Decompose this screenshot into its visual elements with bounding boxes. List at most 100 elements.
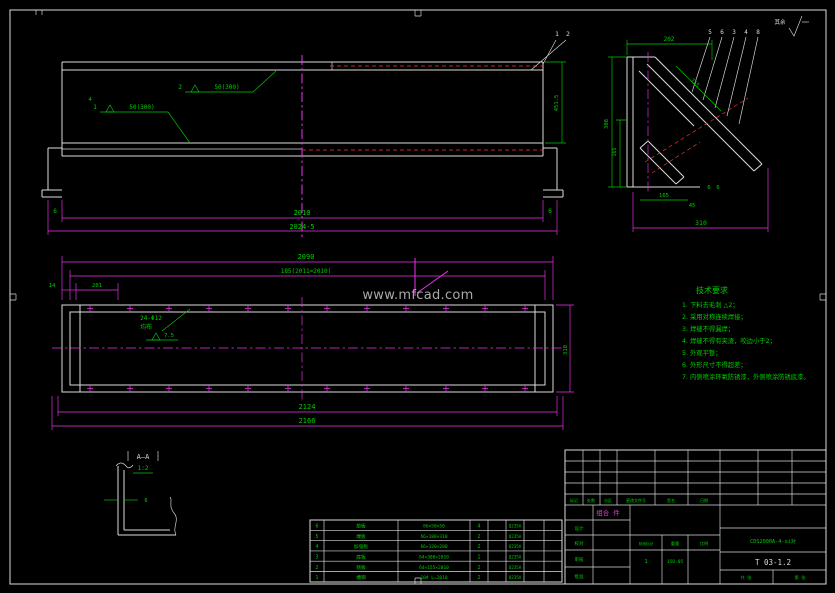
tech-requirement-item: 3. 焊缝不得漏焊； [682,326,735,333]
dim-label: 310 [563,345,569,355]
bom-cell-mat: Q235A [509,554,522,559]
dim-label: 201 [92,283,102,289]
dim-label: 155 [689,78,700,89]
dim-2010: 2010 [294,209,311,217]
section-label: A—A [137,453,150,461]
bom-cell-name: 槽钢 [356,574,366,581]
hole-mark [166,305,172,312]
dim-label: 设计 [575,525,584,532]
hole-mark [522,385,528,392]
dim-label: 165 [612,147,618,156]
hole-mark [206,305,212,312]
tech-requirement-item: 4. 焊缝不得有夹渣，咬边小于2； [682,338,776,345]
bom-cell-qty: 2 [478,575,481,581]
plan-view [51,256,574,430]
dim-label: 2124 [299,403,316,411]
hole-mark [443,305,449,312]
bom-cell-name: 端板 [356,533,366,540]
bom-cell-spec: δ4×155×2010 [419,565,449,571]
hole-mark [482,305,488,312]
bom-cell-no: 6 [316,524,319,530]
bom-cell-qty: 2 [478,565,481,571]
bom-cell-qty: 4 [478,524,481,530]
hole-mark [166,385,172,392]
dim-label: 310 [695,219,707,227]
dim-label: 6 [144,498,147,504]
bom-cell-spec: δ6×50×50 [423,524,445,530]
dim-label: 更改文件号 [626,497,646,503]
tech-requirement-item: 5. 外观平整； [682,350,722,357]
dim-label: 8 [756,29,760,36]
section-view [104,451,177,536]
dim-label: 308 [604,119,610,129]
bom-cell-no: 4 [316,544,319,550]
tech-requirements: 技术要求 1. 下料去毛刺 △2；2. 采用对称连续焊接；3. 焊缝不得漏焊；4… [682,285,824,384]
weight-value: 150.05 [667,559,684,565]
dim-label: 6 [53,208,57,215]
bom-cell-spec: δ6×180×310 [420,534,447,540]
dim-label: 日期 [700,497,708,503]
dim-label: 4 [88,97,92,103]
dim-label: 校对 [575,540,584,547]
bom-cell-name: 加强板 [354,543,369,550]
dim-label: 5 [708,29,712,36]
part-name: 组合 件 [596,508,620,517]
hole-mark [522,305,528,312]
dim-label: 审核 [575,556,584,563]
dim-label: 6 [720,29,724,36]
hole-mark [285,305,291,312]
hole-mark [324,385,330,392]
dim-label: 批准 [575,573,584,580]
dim-label: 14 [49,283,56,289]
stage-mark: 1 [644,559,647,565]
dim-label: 签名 [667,497,675,503]
hole-mark [364,305,370,312]
hole-mark [403,385,409,392]
weld-num: 2 [178,84,182,91]
drawing-number: T 03-1.2 [755,558,791,567]
bom-cell-qty: 2 [478,534,481,540]
dim-label: 共 张 [741,574,753,581]
dim-label: 处数 [587,497,595,503]
dim-label: 阶段标记 [639,541,654,546]
detail-view [608,36,769,232]
bom-cell-mat: Q235A [509,565,522,570]
dim-label: 2090 [298,253,315,261]
hole-mark [482,385,488,392]
hole-mark [87,385,93,392]
dim-label: 6 [716,185,719,191]
dim-label: 均布 [140,323,152,331]
bom-cell-spec: 10# L=2010 [420,575,447,581]
bom-cell-mat: Q235A [509,544,522,549]
bom-cell-no: 5 [316,534,319,540]
dim-label: 3 [732,29,736,36]
dim-label: 4 [744,29,748,36]
hole-mark [403,305,409,312]
dim-label: 分区 [604,497,612,503]
bom-cell-no: 1 [316,575,319,581]
hole-marks [87,305,528,392]
weld-spec: 50(300) [214,84,239,91]
dim-label: 451.5 [554,95,560,112]
title-block [564,449,827,585]
weld-num: 1 [93,104,97,111]
surface-note: 其余 [774,18,786,26]
leader-num-2: 2 [566,30,570,38]
hole-mark [87,305,93,312]
dim-label: 165 [659,193,669,199]
hole-mark [285,385,291,392]
dim-label: 标记 [570,497,578,503]
roughness-symbol-icon [788,15,809,37]
leader-num-1: 1 [555,30,559,38]
dim-2024-5: 2024-5 [289,223,314,231]
bom-cell-mat: Q235A [509,575,522,580]
dim-label: 6 [548,208,552,215]
dim-label: 45 [689,203,696,209]
tech-requirement-item: 7. 内侧喷涂环氧防锈漆，外侧喷涂防锈底漆。 [682,374,810,381]
hole-mark [127,385,133,392]
hole-callout: 24-Φ12 [140,315,162,322]
bom-cell-qty: 1 [478,554,481,560]
bom-cell-name: 底板 [356,553,366,560]
